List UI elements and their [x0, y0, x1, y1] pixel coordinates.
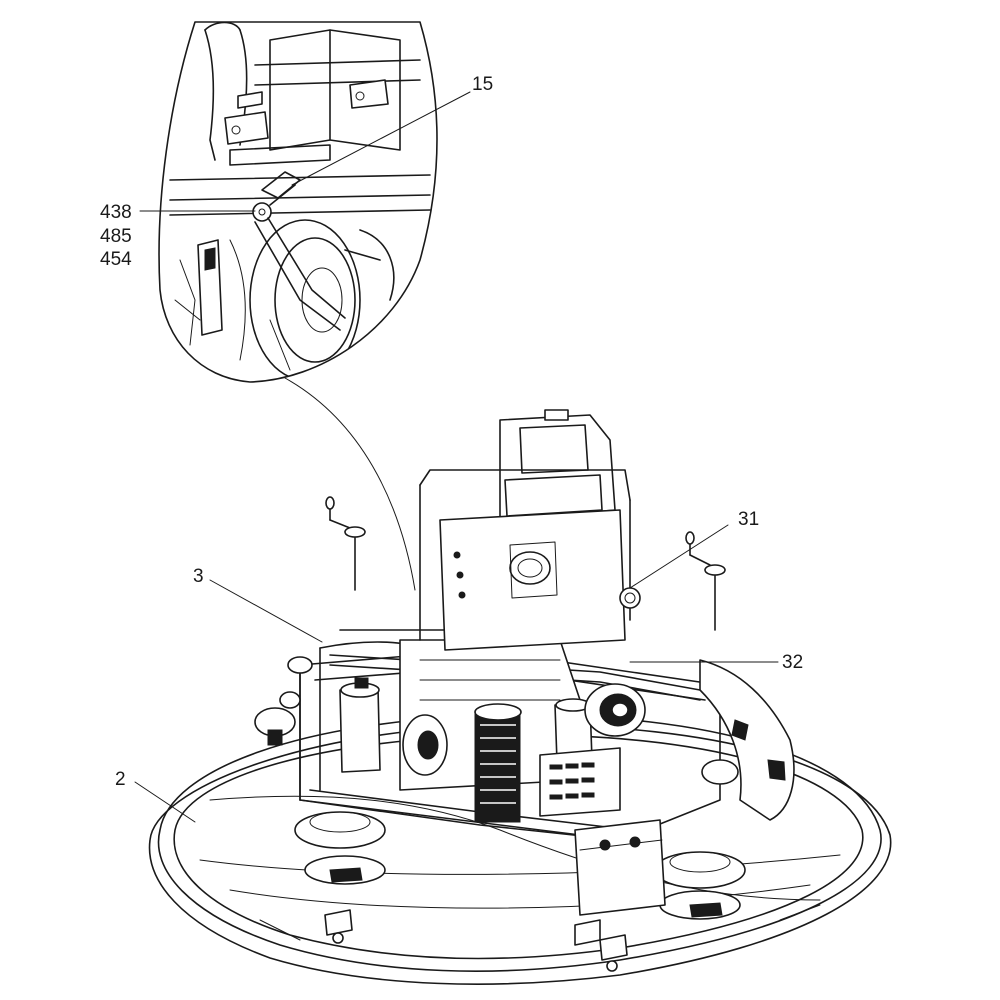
callout-438: 438	[100, 202, 132, 223]
callout-31: 31	[738, 509, 759, 530]
callout-2: 2	[115, 769, 126, 790]
machine-assembly	[148, 409, 892, 985]
callout-3: 3	[193, 566, 204, 587]
callout-15: 15	[472, 74, 493, 95]
detail-inset	[158, 21, 438, 383]
leader-3	[209, 579, 323, 643]
detail-connector	[284, 377, 416, 591]
leader-31	[629, 524, 729, 589]
leader-15	[291, 91, 471, 186]
leader-2	[134, 781, 196, 823]
callout-485: 485	[100, 226, 132, 247]
callout-454: 454	[100, 249, 132, 270]
leader-lines	[134, 91, 779, 823]
callout-32: 32	[782, 652, 803, 673]
